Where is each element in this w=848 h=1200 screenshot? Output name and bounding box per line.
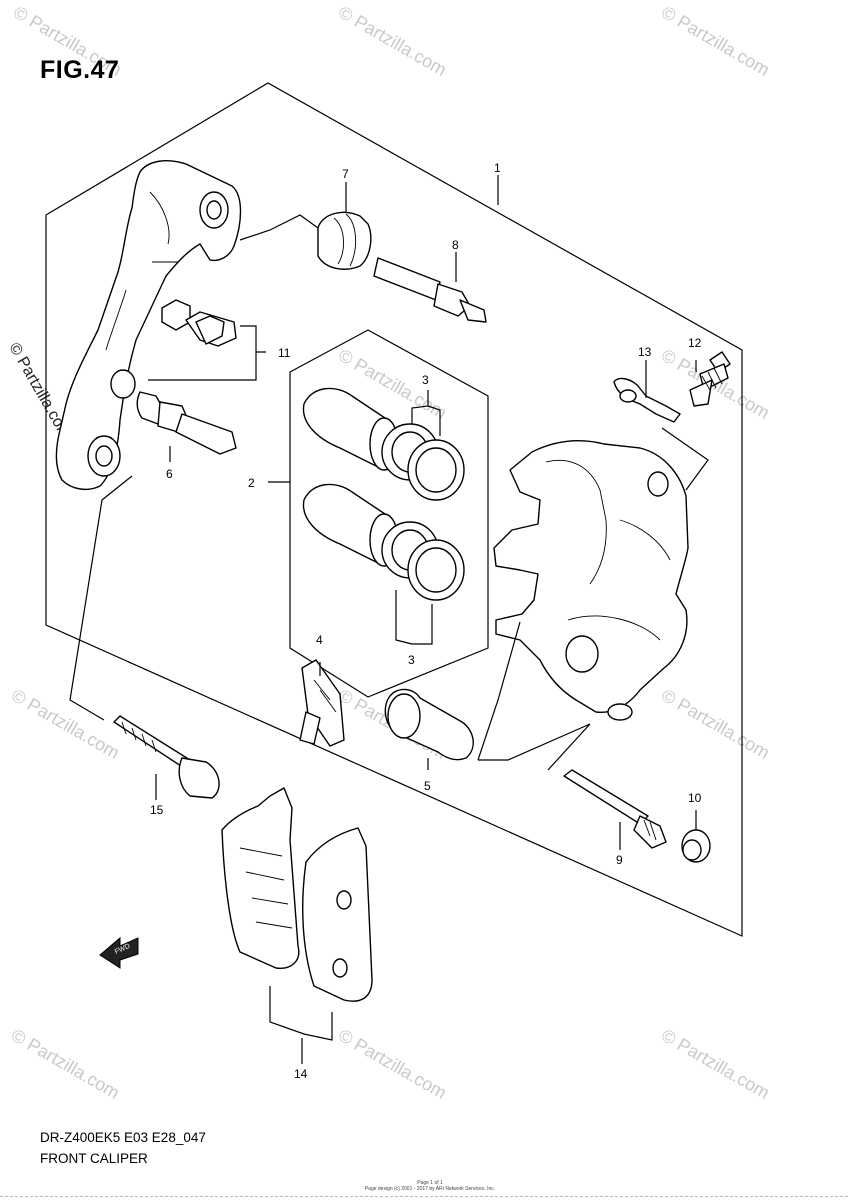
piston-upper [302,387,465,501]
piston-lower [302,483,465,601]
caliper-body [493,440,689,721]
callout-5: 5 [424,779,431,793]
brake-pad-set [221,787,373,1002]
callout-7: 7 [342,167,349,181]
callout-14: 14 [294,1067,308,1081]
fwd-direction-arrow-icon: FWD [99,936,139,969]
caliper-bracket [55,160,242,491]
slide-pin [373,257,487,323]
callout-3-lower: 3 [408,653,415,667]
pad-pin [563,769,667,849]
footer-page-count: Page 1 of 1 [417,1180,443,1186]
bleeder-screw [689,351,731,407]
callout-13: 13 [638,345,652,359]
callout-6: 6 [166,467,173,481]
callout-11: 11 [278,346,291,360]
mounting-bolt [113,715,220,799]
callout-3-upper: 3 [422,373,429,387]
footer-divider [0,1196,848,1197]
leader-lines [69,175,709,1064]
boot [317,211,372,270]
guide-pin [384,688,474,761]
callout-9: 9 [616,853,623,867]
page-footer: Page 1 of 1 Page design (c) 2001 - 2017 … [330,1180,530,1192]
callout-8: 8 [452,238,459,252]
assembly-outline [45,82,743,937]
footer-copyright: Page design (c) 2001 - 2017 by ARI Netwo… [364,1186,496,1192]
pad-clip [299,659,345,747]
figure-title: FIG.47 [40,56,120,84]
piston-group-outline [289,329,489,698]
pad-spring [161,299,237,347]
pin-plug [681,829,711,863]
bracket-pin [136,391,237,455]
figure-name: FRONT CALIPER [40,1151,148,1166]
callout-1: 1 [494,161,501,175]
callout-4: 4 [316,633,323,647]
callout-10: 10 [688,791,702,805]
bleeder-cap [613,377,681,423]
model-code: DR-Z400EK5 E03 E28_047 [40,1130,206,1145]
callout-2: 2 [248,476,255,490]
callout-12: 12 [688,336,702,350]
callout-15: 15 [150,803,164,817]
